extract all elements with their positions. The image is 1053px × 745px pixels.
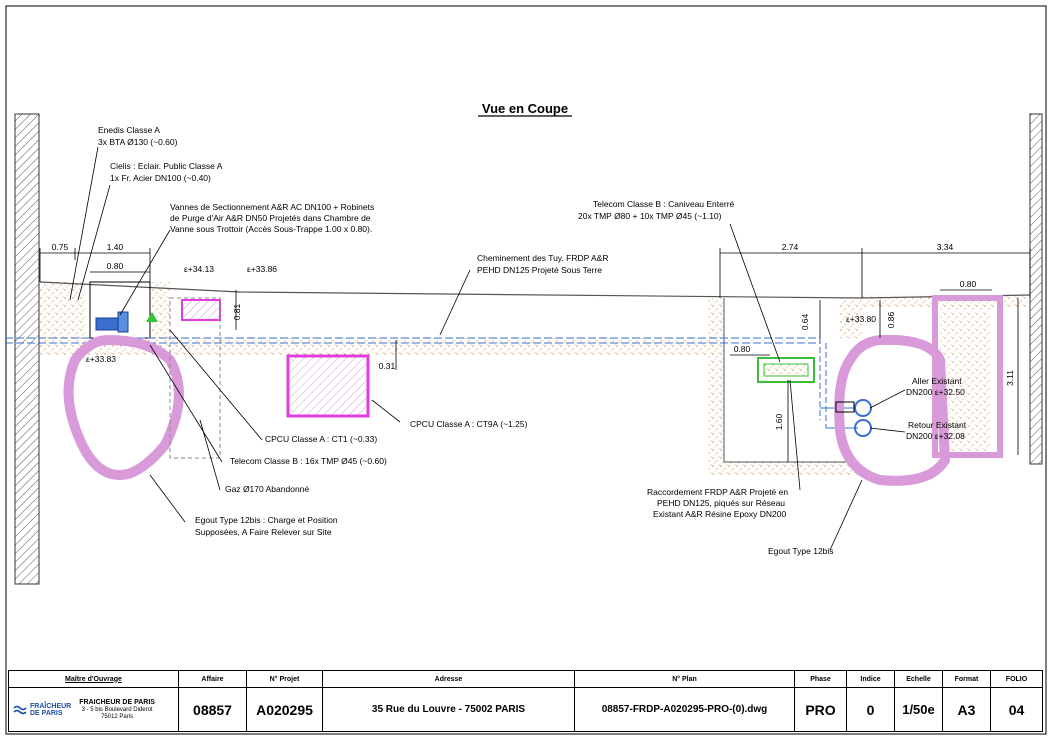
projet-value: A020295 (256, 701, 313, 718)
aller-existant-pipe (854, 399, 872, 417)
title-block: Maître d'Ouvrage FRAÎCHEUR DE PARIS FRAI… (8, 670, 1043, 732)
dim-075: 0.75 (52, 242, 69, 252)
label-cielis-1: Cielis : Eclair. Public Classe A (110, 161, 223, 171)
dim-081: 0.81 (232, 303, 242, 320)
logo-text-1: FRAÎCHEUR (30, 702, 72, 710)
affaire-value: 08857 (193, 701, 232, 718)
affaire-header: Affaire (179, 671, 246, 688)
owner-address-1: 3 - 5 bis Boulevard Diderot (81, 706, 153, 713)
dim-140: 1.40 (107, 242, 124, 252)
label-vannes-1: Vannes de Sectionnement A&R AC DN100 + R… (170, 202, 374, 212)
label-cheminement-1: Cheminement des Tuy. FRDP A&R (477, 253, 609, 263)
air-purge-icon (146, 312, 158, 322)
label-cpcu-ct1: CPCU Classe A : CT1 (~0.33) (265, 434, 377, 444)
phase-header: Phase (795, 671, 846, 688)
adresse-cell: Adresse 35 Rue du Louvre - 75002 PARIS (323, 671, 575, 731)
owner-header: Maître d'Ouvrage (9, 671, 178, 688)
label-egout-left-1: Egout Type 12bis : Charge et Position (195, 515, 338, 525)
level-33-86: ε+33.86 (247, 264, 277, 274)
echelle-value: 1/50e (902, 702, 935, 717)
label-telecom-16x: Telecom Classe B : 16x TMP Ø45 (~0.60) (230, 456, 387, 466)
dim-311: 3.11 (1005, 370, 1015, 386)
telecom-caniveau (757, 357, 815, 383)
enedis-duct (181, 299, 221, 321)
label-cielis-2: 1x Fr. Acier DN100 (~0.40) (110, 173, 211, 183)
label-gaz: Gaz Ø170 Abandonné (225, 484, 309, 494)
phase-cell: Phase PRO (795, 671, 847, 731)
level-34-13: ε+34.13 (184, 264, 214, 274)
cpcu-ct9a (286, 354, 370, 418)
format-value: A3 (957, 701, 976, 718)
projet-cell: N° Projet A020295 (247, 671, 323, 731)
plan-value: 08857-FRDP-A020295-PRO-(0).dwg (601, 704, 768, 715)
dim-080a: 0.80 (107, 261, 124, 271)
label-cheminement-2: PEHD DN125 Projeté Sous Terre (477, 265, 602, 275)
drawing-title: Vue en Coupe (482, 101, 568, 116)
label-aller-1: Aller Existant (912, 376, 962, 386)
logo-icon (13, 705, 27, 714)
echelle-cell: Echelle 1/50e (895, 671, 943, 731)
plan-cell: N° Plan 08857-FRDP-A020295-PRO-(0).dwg (575, 671, 795, 731)
left-wall (14, 113, 40, 585)
label-raccordement-2: PEHD DN125, piqués sur Réseau (657, 498, 785, 508)
indice-header: Indice (847, 671, 894, 688)
logo-text-2: DE PARIS (30, 709, 63, 717)
sheet-border (5, 5, 1047, 735)
label-aller-2: DN200 ε+32.50 (906, 387, 965, 397)
label-enedis-2: 3x BTA Ø130 (~0.60) (98, 137, 178, 147)
right-wall (1029, 113, 1043, 465)
phase-value: PRO (805, 701, 836, 718)
folio-cell: FOLIO 04 (991, 671, 1042, 731)
valve-icon (95, 317, 119, 331)
dim-086: 0.86 (886, 311, 896, 328)
fraicheur-logo: FRAÎCHEUR DE PARIS (13, 703, 71, 717)
dim-064: 0.64 (800, 313, 810, 330)
dim-080c: 0.80 (734, 344, 751, 354)
dim-334: 3.34 (937, 242, 954, 252)
adresse-value: 35 Rue du Louvre - 75002 PARIS (371, 704, 526, 715)
adresse-header: Adresse (323, 671, 574, 688)
folio-value: 04 (1008, 701, 1025, 718)
label-retour-1: Retour Existant (908, 420, 967, 430)
soil-trench-wall (708, 298, 724, 468)
dim-160: 1.60 (774, 413, 784, 430)
level-33-80: ε+33.80 (846, 314, 876, 324)
format-cell: Format A3 (943, 671, 991, 731)
projet-header: N° Projet (247, 671, 322, 688)
egout-right-gallery (932, 295, 1003, 458)
label-egout-left-2: Supposées, A Faire Relever sur Site (195, 527, 332, 537)
label-vannes-2: de Purge d'Air A&R DN50 Projetés dans Ch… (170, 213, 371, 223)
affaire-cell: Affaire 08857 (179, 671, 247, 731)
label-vannes-3: Vanne sous Trottoir (Accès Sous-Trappe 1… (170, 224, 372, 234)
label-telecom-top-2: 20x TMP Ø80 + 10x TMP Ø45 (~1.10) (578, 211, 722, 221)
format-header: Format (943, 671, 990, 688)
plan-header: N° Plan (575, 671, 794, 688)
dim-274: 2.74 (782, 242, 799, 252)
label-retour-2: DN200 ε+32.08 (906, 431, 965, 441)
folio-header: FOLIO (991, 671, 1042, 688)
label-telecom-top-1: Telecom Classe B : Caniveau Enterré (593, 199, 735, 209)
indice-value: 0 (866, 701, 875, 718)
owner-name: FRAICHEUR DE PARIS (79, 698, 155, 706)
label-egout-right: Egout Type 12bis (768, 546, 834, 556)
level-33-83: ε+33.83 (86, 354, 116, 364)
echelle-header: Echelle (895, 671, 942, 688)
label-enedis-1: Enedis Classe A (98, 125, 160, 135)
owner-cell: Maître d'Ouvrage FRAÎCHEUR DE PARIS FRAI… (9, 671, 179, 731)
owner-address-2: 75012 Paris (101, 713, 134, 720)
label-cpcu-ct9a: CPCU Classe A : CT9A (~1.25) (410, 419, 528, 429)
indice-cell: Indice 0 (847, 671, 895, 731)
dim-080b: 0.80 (960, 279, 977, 289)
label-raccordement-1: Raccordement FRDP A&R Projeté en (647, 487, 788, 497)
dim-031: 0.31 (379, 361, 396, 371)
label-raccordement-3: Existant A&R Résine Epoxy DN200 (653, 509, 787, 519)
